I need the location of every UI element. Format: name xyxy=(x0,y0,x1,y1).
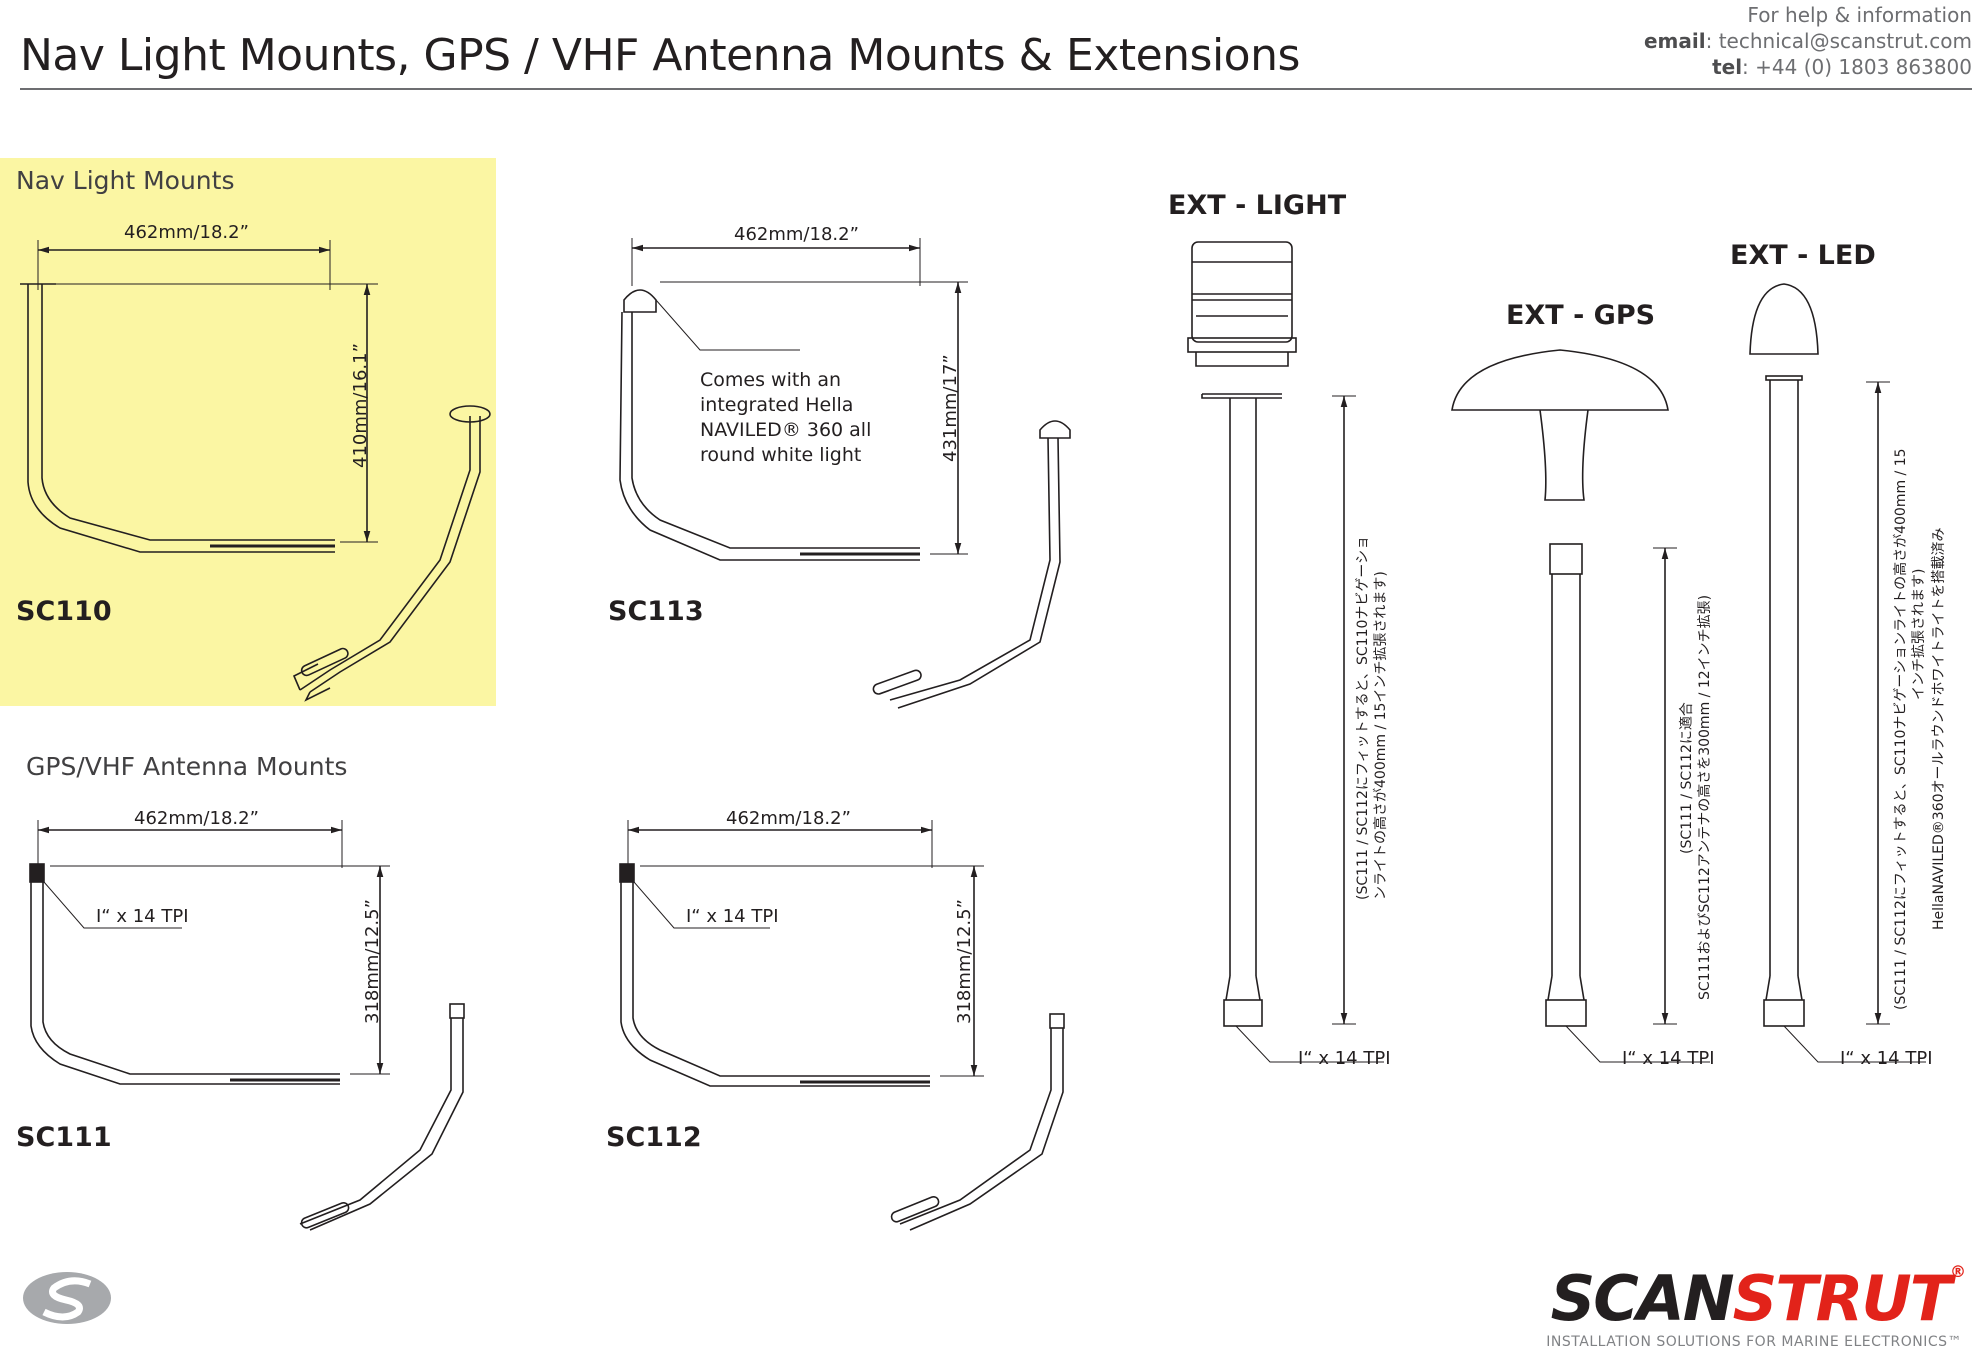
ext-gps-title: EXT - GPS xyxy=(1506,300,1656,331)
brand-registered: ® xyxy=(1950,1262,1966,1281)
ext-gps-note-jp-1: (SC111 / SC112に適合 xyxy=(1679,702,1695,854)
sc112-width-label: 462mm/18.2” xyxy=(726,808,851,829)
sc110-bracket-drawing xyxy=(20,283,491,702)
ext-led-note-jp-2: インチ拡張されます) xyxy=(1911,568,1927,700)
sc110-dimension-lines xyxy=(37,240,378,543)
email-label: email xyxy=(1643,29,1706,53)
ext-led-thread-label: I“ x 14 TPI xyxy=(1840,1048,1933,1069)
ext-gps-note-jp-2: SC111およびSC112アンテナの高さを300mm / 12インチ拡張) xyxy=(1697,594,1713,1000)
ext-light-dimension xyxy=(1332,395,1356,1025)
sc111-height-label: 318mm/12.5” xyxy=(362,899,383,1024)
brand-scan: SCAN xyxy=(1550,1262,1735,1335)
ext-light-title: EXT - LIGHT xyxy=(1168,190,1347,221)
ext-light-note-jp-1: (SC111 / SC112にフィットすると、SC110ナビゲーショ xyxy=(1355,535,1371,900)
sc112-dimension-lines xyxy=(627,820,984,1077)
section-nav-light-mounts: Nav Light Mounts xyxy=(16,166,235,195)
ext-gps-dimension xyxy=(1653,547,1677,1025)
help-email[interactable]: email: technical@scanstrut.com xyxy=(1644,28,1972,54)
tel-label: tel xyxy=(1712,55,1743,79)
brand-strut: STRUT xyxy=(1732,1262,1952,1335)
sc110-width-label: 462mm/18.2” xyxy=(124,222,249,243)
ext-light-thread-label: I“ x 14 TPI xyxy=(1298,1048,1391,1069)
sc111-width-label: 462mm/18.2” xyxy=(134,808,259,829)
sc113-dimension-lines xyxy=(631,238,968,555)
sc112-code: SC112 xyxy=(606,1122,702,1153)
sc111-dimension-lines xyxy=(37,820,390,1075)
ext-led-dimension xyxy=(1866,381,1890,1025)
ext-led-drawing xyxy=(1749,283,1926,1063)
page-title: Nav Light Mounts, GPS / VHF Antenna Moun… xyxy=(20,30,1300,81)
ext-light-note-jp-2: ンライトの高さが400mm / 15インチ拡張されます) xyxy=(1373,571,1389,900)
sc113-height-label: 431mm/17” xyxy=(940,354,961,462)
sc113-note: Comes with an integrated Hella NAVILED® … xyxy=(700,369,872,466)
scanstrut-s-logo-icon xyxy=(23,1272,111,1324)
tel-value: : +44 (0) 1803 863800 xyxy=(1742,55,1972,79)
sc110-code: SC110 xyxy=(16,596,112,627)
ext-led-title: EXT - LED xyxy=(1730,240,1876,271)
sc111-code: SC111 xyxy=(16,1122,112,1153)
help-info: For help & information email: technical@… xyxy=(1644,2,1972,80)
help-heading: For help & information xyxy=(1747,3,1972,27)
sc113-width-label: 462mm/18.2” xyxy=(734,224,859,245)
sc110-height-label: 410mm/16.1” xyxy=(350,343,371,468)
sc111-bracket-drawing xyxy=(29,863,465,1231)
scanstrut-wordmark: SCANSTRUT® xyxy=(1550,1262,1966,1335)
sc112-height-label: 318mm/12.5” xyxy=(954,899,975,1024)
sc113-code: SC113 xyxy=(608,596,704,627)
ext-gps-drawing xyxy=(1451,349,1710,1063)
sc112-bracket-drawing xyxy=(619,863,1065,1231)
brand-tagline: INSTALLATION SOLUTIONS FOR MARINE ELECTR… xyxy=(1546,1334,1962,1350)
sc111-thread-label: I“ x 14 TPI xyxy=(96,906,189,927)
email-value: : technical@scanstrut.com xyxy=(1705,29,1972,53)
ext-light-drawing xyxy=(1187,241,1384,1063)
sc113-bracket-drawing xyxy=(619,289,1071,709)
help-tel[interactable]: tel: +44 (0) 1803 863800 xyxy=(1644,54,1972,80)
ext-gps-thread-label: I“ x 14 TPI xyxy=(1622,1048,1715,1069)
section-gps-vhf-antenna-mounts: GPS/VHF Antenna Mounts xyxy=(26,752,348,781)
ext-led-note-jp-1: (SC111 / SC112にフィットすると、SC110ナビゲーションライトの高… xyxy=(1893,448,1909,1010)
sc112-thread-label: I“ x 14 TPI xyxy=(686,906,779,927)
title-rule xyxy=(20,88,1972,90)
ext-led-note-jp-3: HellaNAVILED®360オールラウンドホワイトライトを搭載済み xyxy=(1931,527,1947,930)
